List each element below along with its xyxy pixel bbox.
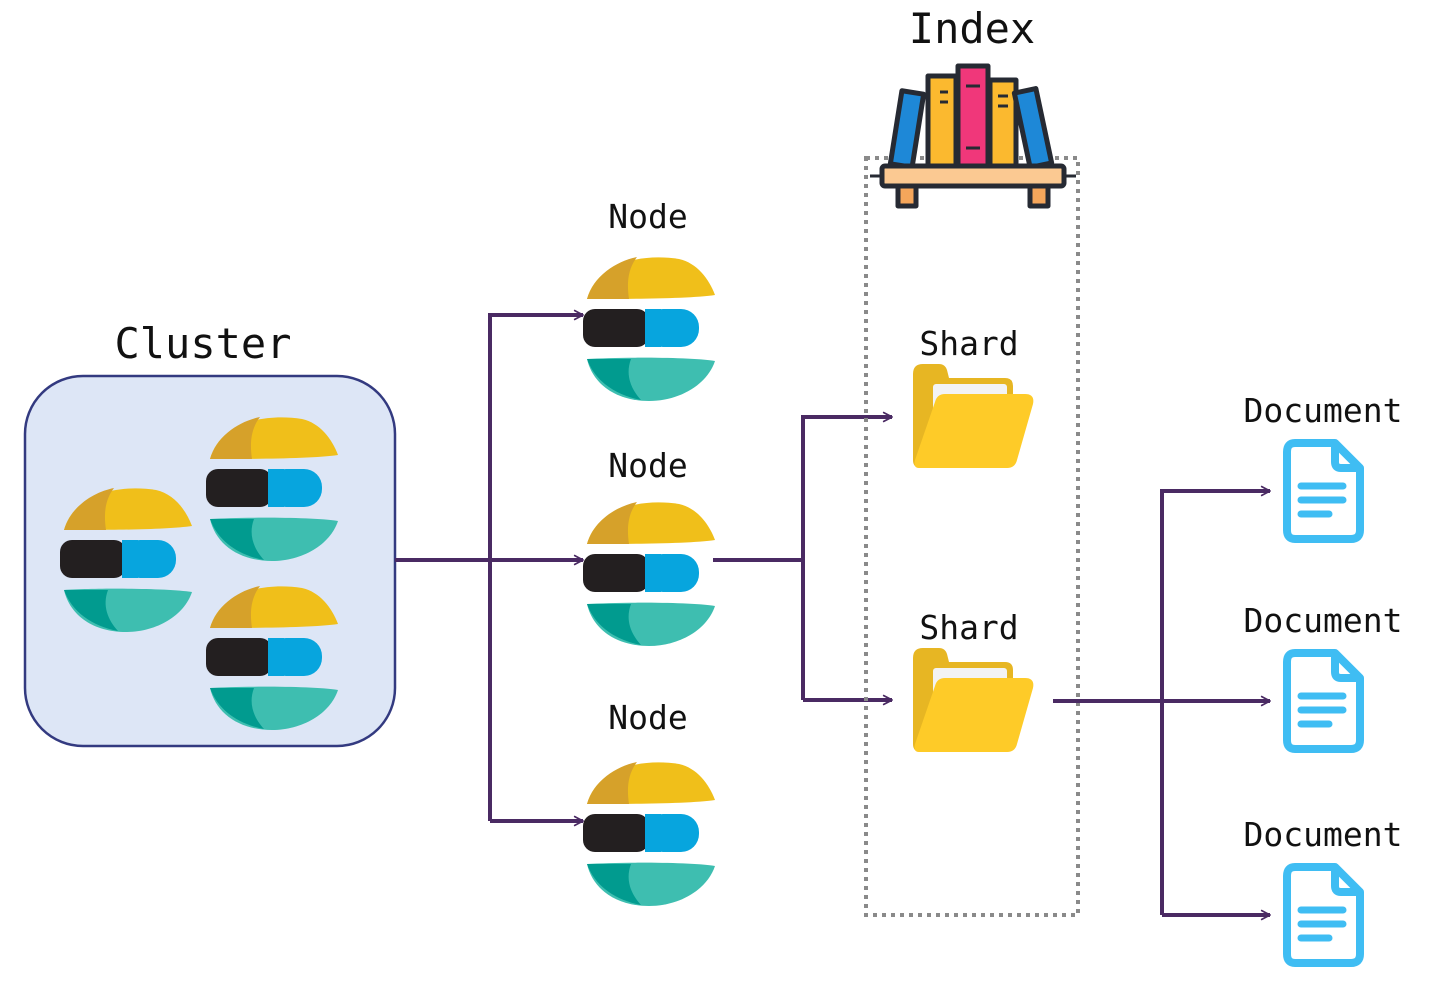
shard-2: Shard [913, 608, 1034, 752]
shard-1: Shard [913, 324, 1034, 468]
cluster-to-nodes-connectors [395, 309, 584, 827]
arrow-to-shard-1 [801, 411, 893, 700]
document-label: Document [1244, 815, 1403, 854]
document-icon [1287, 443, 1360, 539]
cluster-group: Cluster [23, 319, 397, 748]
node-2: Node [583, 446, 715, 646]
index-label: Index [909, 4, 1035, 53]
document-icon [1287, 653, 1360, 749]
document-label: Document [1244, 601, 1403, 640]
arrow-to-node-1 [488, 309, 584, 821]
shard-label: Shard [919, 324, 1018, 363]
cluster-label: Cluster [114, 319, 291, 368]
document-2: Document [1244, 601, 1403, 749]
index-group: Index [864, 4, 1080, 917]
bookshelf-icon [870, 63, 1076, 209]
node-elastic-logo-icon [583, 502, 715, 646]
node-elastic-logo-icon [583, 762, 715, 906]
index-dotted-boundary [864, 156, 1080, 917]
node-3: Node [583, 698, 715, 906]
arrow-to-document-1 [1160, 485, 1271, 915]
shard-folder-icon [913, 648, 1034, 752]
cluster-member-elastic-logo-icon [206, 586, 338, 730]
node-elastic-logo-icon [583, 257, 715, 401]
document-icon [1287, 867, 1360, 963]
node-label: Node [608, 197, 687, 236]
cluster-member-elastic-logo-icon [206, 417, 338, 561]
shard-label: Shard [919, 608, 1018, 647]
node-label: Node [608, 446, 687, 485]
document-1: Document [1244, 391, 1403, 539]
shard-to-documents-connectors [1053, 485, 1271, 921]
node-label: Node [608, 698, 687, 737]
document-label: Document [1244, 391, 1403, 430]
shard-folder-icon [913, 364, 1034, 468]
cluster-member-elastic-logo-icon [60, 488, 192, 632]
node-to-shards-connectors [713, 411, 893, 706]
node-1: Node [583, 197, 715, 401]
document-3: Document [1244, 815, 1403, 963]
